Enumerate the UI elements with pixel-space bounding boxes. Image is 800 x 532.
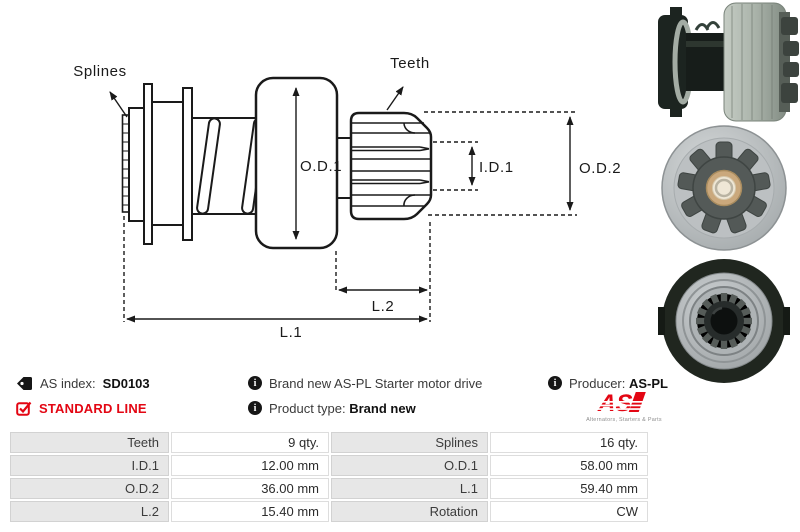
spec-l1-value: 59.40 mm	[490, 478, 648, 499]
info-column-description: Brand new AS-PL Starter motor drive Prod…	[248, 374, 482, 424]
teeth-callout-arrow	[386, 86, 404, 111]
logo-as-text: AS	[596, 390, 633, 417]
producer-line: Producer: AS-PL	[548, 374, 668, 392]
as-index-line: AS index: SD0103	[16, 374, 150, 392]
standard-line-label: STANDARD LINE	[39, 400, 147, 416]
collar	[128, 107, 145, 222]
info-icon	[248, 376, 262, 390]
teeth-label: Teeth	[390, 55, 430, 72]
info-icon	[248, 401, 262, 415]
standard-line-badge: STANDARD LINE	[16, 399, 150, 417]
product-type-label: Product type:	[269, 400, 346, 416]
spec-teeth-value: 9 qty.	[171, 432, 329, 453]
info-column-producer: Producer: AS-PL	[548, 374, 668, 399]
spec-table: Teeth 9 qty. Splines 16 qty. I.D.1 12.00…	[10, 432, 648, 522]
description-line: Brand new AS-PL Starter motor drive	[248, 374, 482, 392]
od1-label: O.D.1	[300, 158, 342, 175]
spec-id1-value: 12.00 mm	[171, 455, 329, 476]
checked-checkbox-icon	[16, 401, 32, 416]
spec-l2-label: L.2	[10, 501, 169, 522]
spec-splines-value: 16 qty.	[490, 432, 648, 453]
splines-label: Splines	[73, 63, 126, 80]
spec-od1-value: 58.00 mm	[490, 455, 648, 476]
pinion-gear	[349, 111, 433, 221]
spec-teeth-label: Teeth	[10, 432, 169, 453]
id1-label: I.D.1	[479, 159, 514, 176]
hub-cylinder	[151, 101, 184, 226]
spec-od1-label: O.D.1	[331, 455, 488, 476]
technical-drawing: Splines Teeth O.D.1 I.D.1 O.D.2 L.2 L.1	[73, 55, 621, 341]
product-photo-front-gear-view	[661, 125, 787, 251]
l2-label: L.2	[372, 298, 395, 315]
producer-value: AS-PL	[629, 375, 668, 391]
info-column-index: AS index: SD0103 STANDARD LINE	[16, 374, 150, 424]
product-photo-rear-spline-view	[658, 259, 790, 383]
spec-od2-value: 36.00 mm	[171, 478, 329, 499]
as-index-value: SD0103	[102, 375, 150, 391]
flange-disc-1	[143, 83, 153, 245]
product-type-value: Brand new	[349, 400, 416, 416]
spec-l2-value: 15.40 mm	[171, 501, 329, 522]
as-pl-logo: AS Alternators, Starters & Parts	[584, 390, 664, 429]
spec-l1-label: L.1	[331, 478, 488, 499]
spec-od2-label: O.D.2	[10, 478, 169, 499]
product-photo-side-view	[658, 2, 799, 122]
tag-icon	[17, 376, 32, 390]
splines-callout-arrow	[109, 91, 128, 118]
as-index-label: AS index:	[40, 375, 96, 391]
spring-coil	[196, 117, 221, 215]
l1-label: L.1	[280, 324, 303, 341]
producer-label: Producer:	[569, 375, 626, 391]
spec-rotation-label: Rotation	[331, 501, 488, 522]
spec-id1-label: I.D.1	[10, 455, 169, 476]
product-description: Brand new AS-PL Starter motor drive	[269, 375, 483, 391]
flange-disc-2	[182, 87, 193, 241]
logo-caption: Alternators, Starters & Parts	[586, 417, 662, 423]
spec-rotation-value: CW	[490, 501, 648, 522]
info-icon	[548, 376, 562, 390]
spec-splines-label: Splines	[331, 432, 488, 453]
od2-label: O.D.2	[579, 160, 621, 177]
product-type-line: Product type: Brand new	[248, 399, 482, 417]
